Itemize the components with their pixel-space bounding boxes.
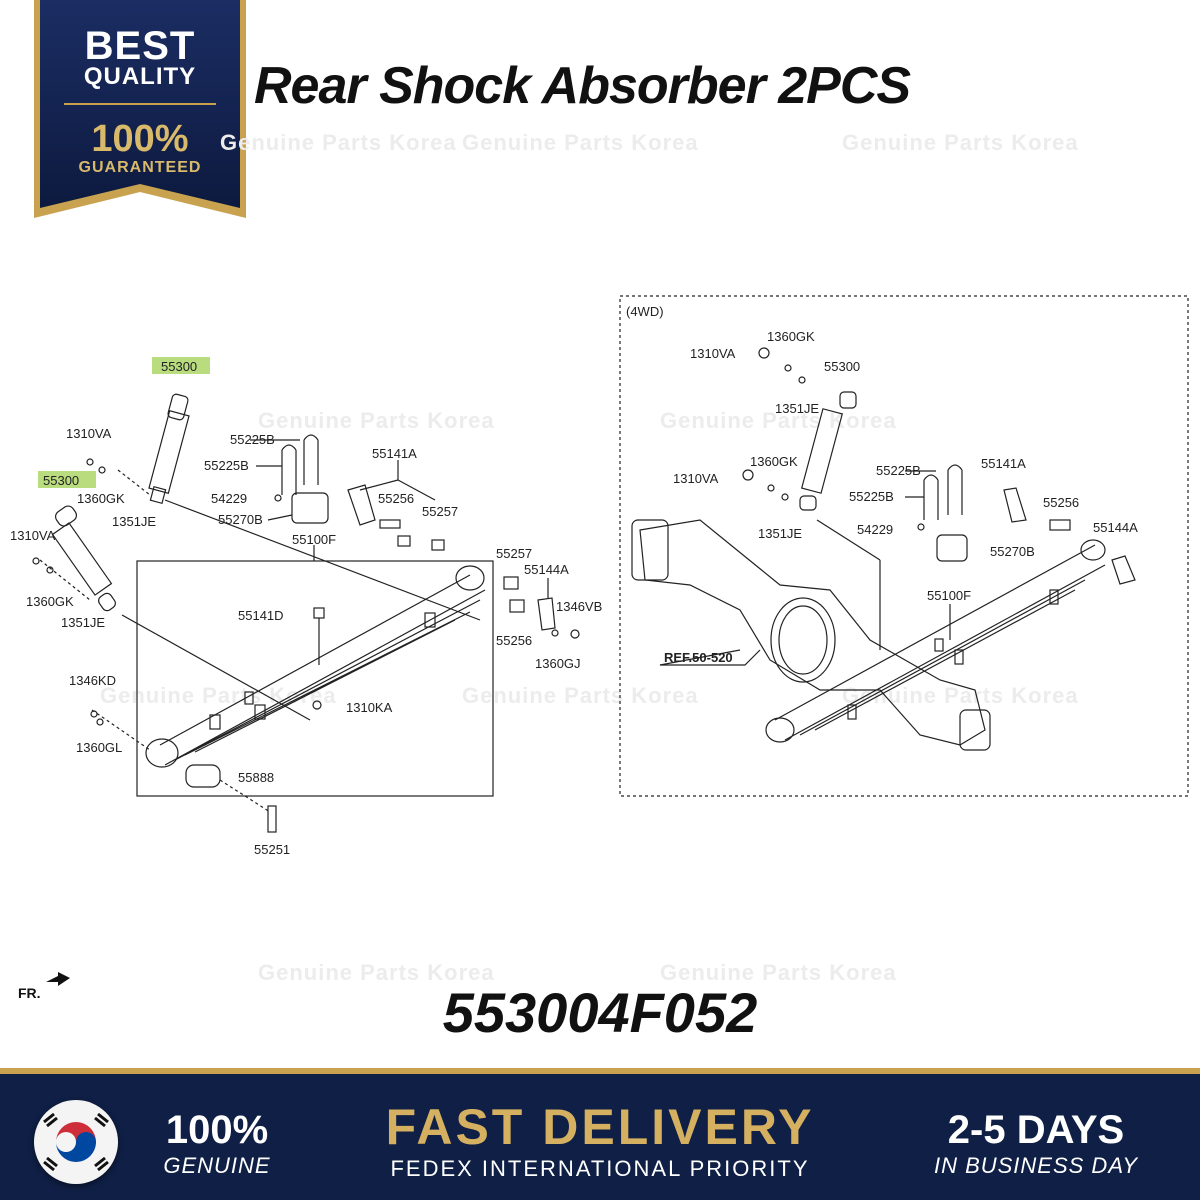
label-55100f: 55100F (292, 532, 336, 547)
badge-quality: QUALITY (83, 63, 197, 90)
label-1346vb: 1346VB (556, 599, 602, 614)
label-1346kd: 1346KD (69, 673, 116, 688)
label-55225b: 55225B (230, 432, 275, 447)
label-55256: 55256 (1043, 495, 1079, 510)
4wd-section-box (619, 295, 1189, 797)
label-55225b: 55225B (849, 489, 894, 504)
shock-absorber-upper (148, 393, 190, 505)
business-day-label: IN BUSINESS DAY (933, 1153, 1139, 1178)
label-55251: 55251 (254, 842, 290, 857)
watermark: Genuine Parts Korea (660, 408, 897, 433)
label-1360gk: 1360GK (750, 454, 798, 469)
footer-banner: 100% GENUINE FAST DELIVERY FEDEX INTERNA… (0, 1068, 1200, 1200)
genuine-percent: 100% (165, 1108, 269, 1152)
label-55141d: 55141D (238, 608, 284, 623)
leaf-spring-4wd (774, 544, 1106, 741)
fedex-label: FEDEX INTERNATIONAL PRIORITY (390, 1156, 810, 1181)
watermark: Genuine Parts Korea (258, 408, 495, 433)
shock-absorber-lower (51, 505, 116, 612)
label-55256: 55256 (496, 633, 532, 648)
label-ref: REF.50-520 (664, 650, 733, 665)
section-label-4wd: (4WD) (626, 304, 664, 319)
label-55270b: 55270B (218, 512, 263, 527)
korea-flag-icon (34, 1100, 118, 1184)
front-arrow-icon (46, 972, 70, 986)
label-1360gk: 1360GK (767, 329, 815, 344)
label-55141a: 55141A (981, 456, 1026, 471)
watermark: Genuine Parts Korea (660, 960, 897, 985)
label-1351je: 1351JE (61, 615, 105, 630)
watermark: Genuine Parts Korea (462, 130, 699, 155)
label-1360gl: 1360GL (76, 740, 122, 755)
fast-delivery-heading: FAST DELIVERY (385, 1099, 815, 1155)
label-55257: 55257 (496, 546, 532, 561)
watermark: Genuine Parts Korea (100, 683, 337, 708)
badge-shape (34, 0, 246, 218)
label-1310ka: 1310KA (346, 700, 393, 715)
badge-best: BEST (84, 24, 196, 68)
watermark: Genuine Parts Korea (842, 130, 1079, 155)
label-55270b: 55270B (990, 544, 1035, 559)
label-55100f: 55100F (927, 588, 971, 603)
badge-guaranteed: GUARANTEED (78, 159, 202, 176)
label-1310va: 1310VA (10, 528, 56, 543)
badge-percent: 100% (91, 118, 189, 160)
rear-axle-assembly (631, 519, 991, 751)
label-1360gk: 1360GK (26, 594, 74, 609)
label-1360gk: 1360GK (77, 491, 125, 506)
label-55225b: 55225B (204, 458, 249, 473)
highlight-tag (38, 471, 96, 488)
label-55256: 55256 (378, 491, 414, 506)
label-55300: 55300 (161, 359, 197, 374)
label-1310va: 1310VA (690, 346, 736, 361)
delivery-days: 2-5 DAYS (947, 1108, 1125, 1152)
label-1351je: 1351JE (112, 514, 156, 529)
watermark: Genuine Parts Korea (462, 683, 699, 708)
part-number: 553004F052 (442, 981, 758, 1044)
watermark: Genuine Parts Korea (220, 130, 457, 155)
footer-divider (0, 1068, 1200, 1074)
label-1360gj: 1360GJ (535, 656, 581, 671)
label-55141a: 55141A (372, 446, 417, 461)
label-54229: 54229 (857, 522, 893, 537)
product-title: Rear Shock Absorber 2PCS (254, 57, 911, 115)
front-label: FR. (18, 985, 41, 1001)
label-1310va: 1310VA (673, 471, 719, 486)
parts-diagram: 55300 55300 1310VA 1360GK 1351JE 1310VA … (10, 295, 1189, 986)
leaf-spring (159, 574, 486, 766)
spring-group-box (136, 560, 494, 797)
quality-badge: BEST QUALITY 100% GUARANTEED (34, 0, 246, 218)
genuine-label: GENUINE (163, 1153, 271, 1178)
shock-absorber-4wd-upper (799, 391, 857, 511)
watermark: Genuine Parts Korea (258, 960, 495, 985)
label-55257: 55257 (422, 504, 458, 519)
label-54229: 54229 (211, 491, 247, 506)
highlight-tag (152, 357, 210, 374)
label-55300: 55300 (824, 359, 860, 374)
label-55144a: 55144A (524, 562, 569, 577)
label-1310va: 1310VA (66, 426, 112, 441)
label-55225b: 55225B (876, 463, 921, 478)
label-55888: 55888 (238, 770, 274, 785)
label-55300: 55300 (43, 473, 79, 488)
label-1351je: 1351JE (775, 401, 819, 416)
label-55144a: 55144A (1093, 520, 1138, 535)
label-1351je: 1351JE (758, 526, 802, 541)
